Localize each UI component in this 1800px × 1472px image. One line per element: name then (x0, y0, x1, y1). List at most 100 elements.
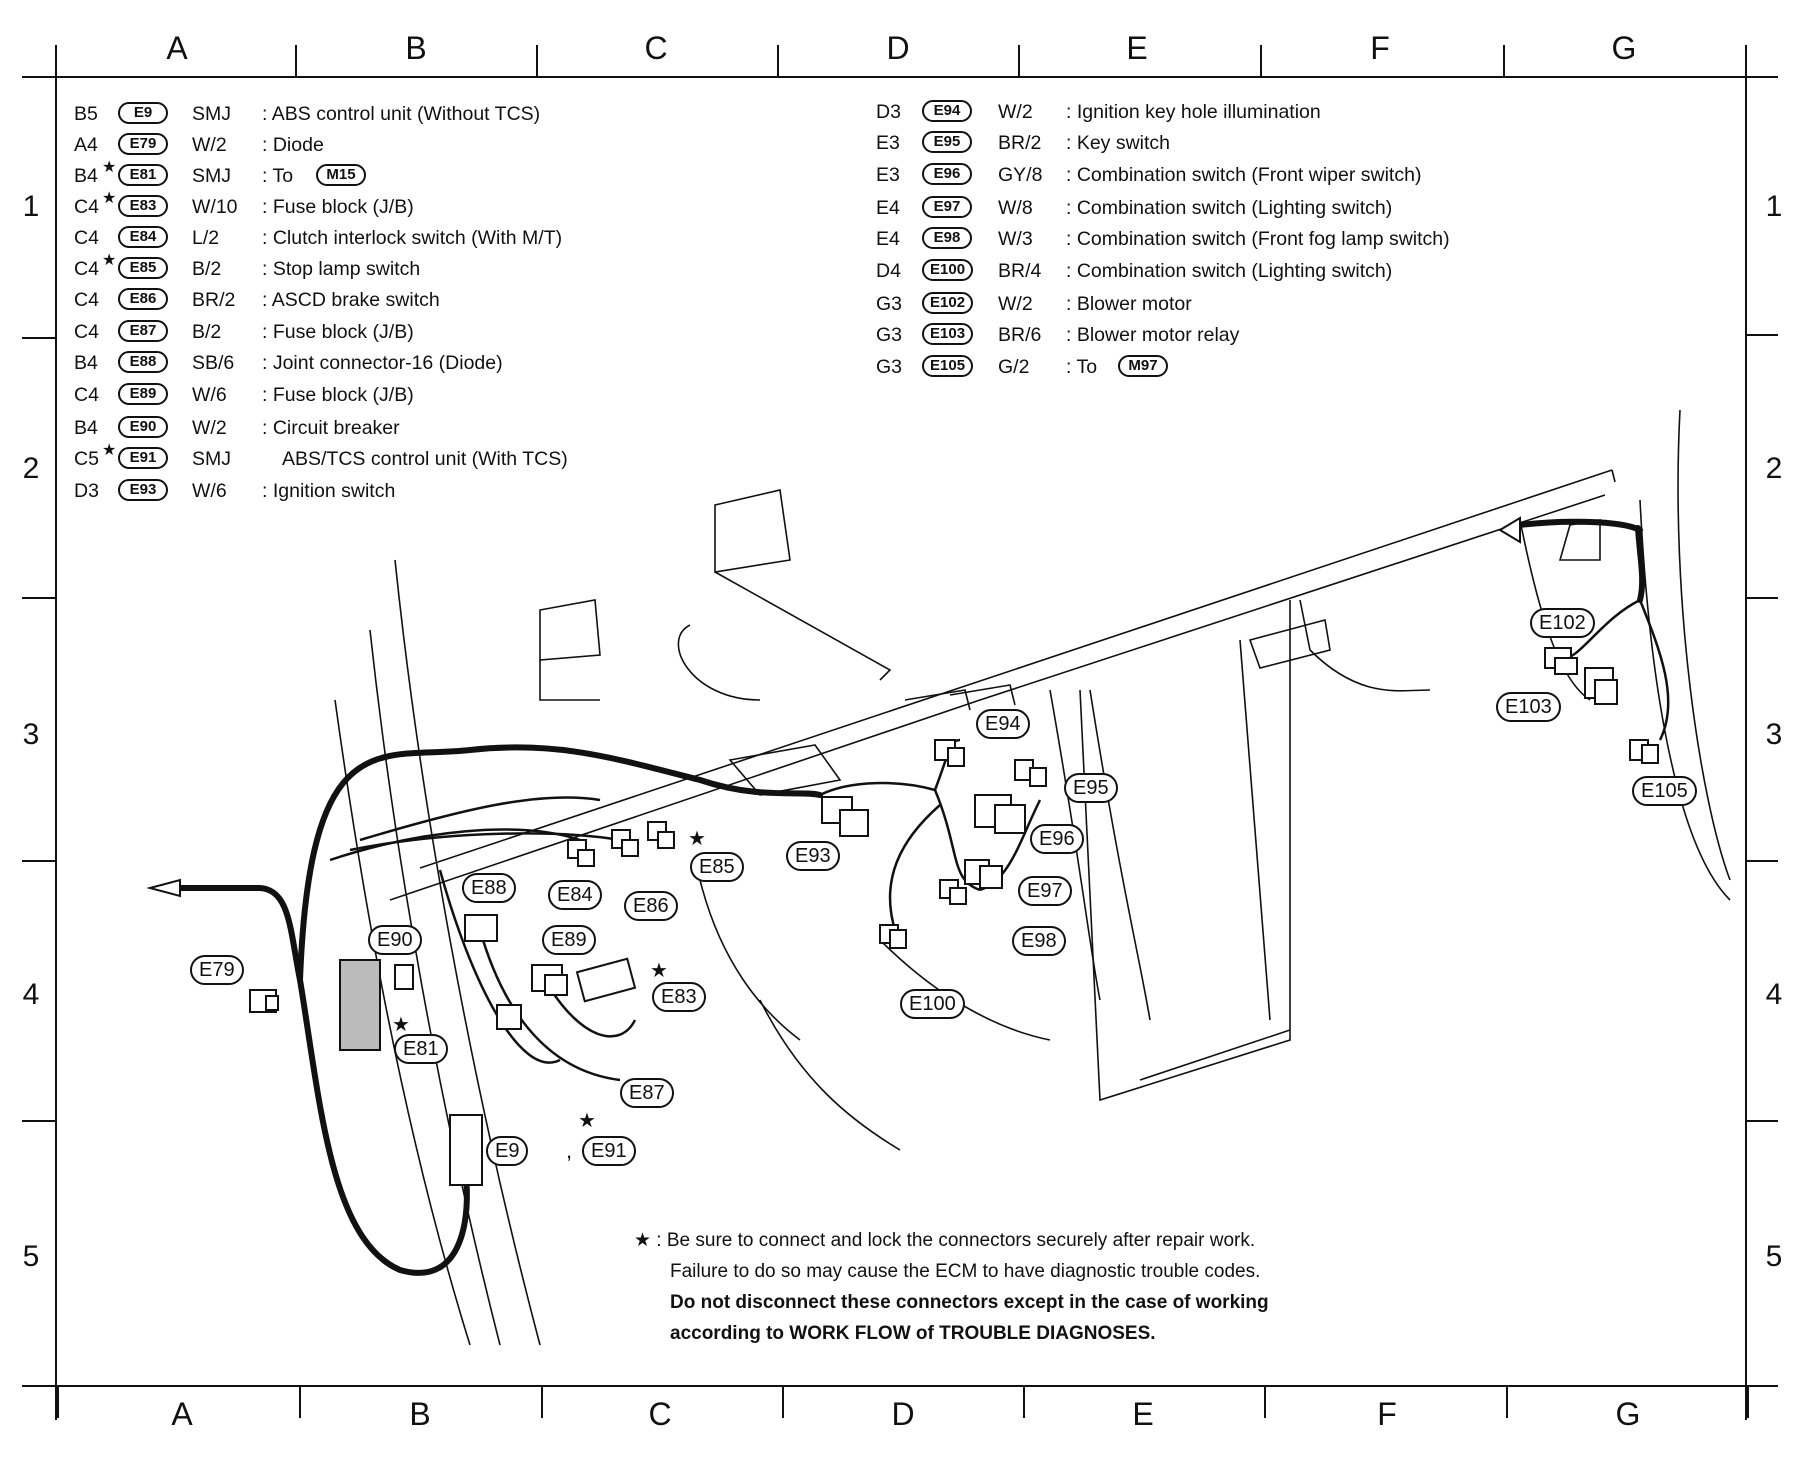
column-footer: A (171, 1396, 193, 1432)
legend-location: B5 (74, 103, 98, 125)
legend-spec: W/6 (192, 480, 227, 502)
connector-badge: E86 (118, 288, 168, 310)
connector-badge: E94 (922, 100, 972, 122)
footnote-line: according to WORK FLOW of TROUBLE DIAGNO… (670, 1323, 1156, 1344)
connector-badge: M97 (1118, 355, 1168, 377)
legend-location: D4 (876, 260, 901, 282)
row-header: 5 (22, 1240, 40, 1273)
callout-e94: E94 (976, 709, 1030, 739)
connector-badge: E102 (922, 292, 974, 314)
column-footer: E (1132, 1396, 1154, 1432)
footnote-line: Failure to do so may cause the ECM to ha… (670, 1261, 1261, 1282)
legend-location: C4 (74, 258, 99, 280)
legend-location: C4 (74, 196, 99, 218)
callout-e100: E100 (900, 989, 965, 1019)
legend-location: D3 (876, 101, 901, 123)
callout-e93: E93 (786, 841, 840, 871)
legend-spec: SB/6 (192, 352, 235, 374)
column-header: F (1370, 30, 1390, 66)
callout-e9: E9 (486, 1136, 529, 1166)
legend-description: : Fuse block (J/B) (262, 321, 414, 343)
connector-badge: E84 (118, 226, 168, 248)
legend-location: C4 (74, 227, 99, 249)
star-icon: ★ (650, 960, 668, 982)
column-footer: F (1377, 1396, 1397, 1432)
connector-badge: E93 (118, 479, 168, 501)
legend-description: : Fuse block (J/B) (262, 384, 414, 406)
legend-location: E3 (876, 164, 900, 186)
footnote-line: Do not disconnect these connectors excep… (670, 1292, 1269, 1313)
legend-spec: B/2 (192, 258, 222, 280)
callout-e96: E96 (1030, 824, 1084, 854)
legend-location: C5 (74, 448, 99, 470)
legend-spec: SMJ (192, 448, 231, 470)
row-header: 3 (1765, 718, 1783, 751)
legend-location: D3 (74, 480, 99, 502)
legend-location: B4 (74, 165, 98, 187)
callout-e84: E84 (548, 880, 602, 910)
legend-description: : Combination switch (Front wiper switch… (1066, 164, 1422, 186)
legend-description: : To (1066, 356, 1098, 378)
legend-description: : ASCD brake switch (262, 289, 440, 311)
callout-e103: E103 (1496, 692, 1561, 722)
legend-spec: B/2 (192, 321, 222, 343)
callout-e79: E79 (190, 955, 244, 985)
legend-description: : Ignition key hole illumination (1066, 101, 1321, 123)
legend-spec: W/10 (192, 196, 238, 218)
legend-spec: GY/8 (998, 164, 1043, 186)
column-header: G (1611, 30, 1637, 66)
callout-e98: E98 (1012, 926, 1066, 956)
connector-badge: M15 (316, 164, 366, 186)
star-icon: ★ (578, 1110, 596, 1132)
callout-e91: E91 (582, 1136, 636, 1166)
legend-description: : Diode (262, 134, 324, 156)
legend-spec: BR/2 (998, 132, 1042, 154)
legend-location: C4 (74, 321, 99, 343)
column-header: D (886, 30, 910, 66)
legend-description: : Combination switch (Lighting switch) (1066, 197, 1393, 219)
row-header: 4 (1765, 978, 1783, 1011)
column-header: C (644, 30, 668, 66)
legend-location: B4 (74, 352, 98, 374)
legend-description: : Ignition switch (262, 480, 396, 502)
legend-location: E4 (876, 228, 900, 250)
column-footer: C (648, 1396, 672, 1432)
star-icon: ★ (688, 828, 706, 850)
connector-badge: E88 (118, 351, 168, 373)
column-footer: D (891, 1396, 915, 1432)
column-header: B (405, 30, 427, 66)
star-icon: ★ (102, 442, 117, 459)
column-footer: G (1615, 1396, 1641, 1432)
connector-badge: E87 (118, 320, 168, 342)
star-icon: ★ (102, 159, 117, 176)
row-header: 2 (1765, 452, 1783, 485)
legend-description: : Fuse block (J/B) (262, 196, 414, 218)
column-header: E (1126, 30, 1148, 66)
callout-e81: E81 (394, 1034, 448, 1064)
connector-badge: E91 (118, 447, 168, 469)
callout-e86: E86 (624, 891, 678, 921)
legend-description: : Joint connector-16 (Diode) (262, 352, 503, 374)
row-header: 1 (22, 190, 40, 223)
callout-e90: E90 (368, 925, 422, 955)
connector-badge: E90 (118, 416, 168, 438)
legend-spec: SMJ (192, 103, 231, 125)
legend-description: : Combination switch (Lighting switch) (1066, 260, 1393, 282)
legend-spec: SMJ (192, 165, 231, 187)
connector-badge: E100 (922, 259, 974, 281)
callout-e83: E83 (652, 982, 706, 1012)
row-header: 4 (22, 978, 40, 1011)
legend-spec: W/2 (192, 134, 227, 156)
row-header: 5 (1765, 1240, 1783, 1273)
row-header: 1 (1765, 190, 1783, 223)
footnote-line: ★ : Be sure to connect and lock the conn… (634, 1225, 1269, 1256)
legend-description: : Blower motor relay (1066, 324, 1240, 346)
star-icon: ★ (102, 190, 117, 207)
connector-badge: E103 (922, 323, 974, 345)
legend-description: : Circuit breaker (262, 417, 400, 439)
legend-description: : Key switch (1066, 132, 1171, 154)
legend-location: A4 (74, 134, 98, 156)
column-footer: B (409, 1396, 431, 1432)
callout-e89: E89 (542, 925, 596, 955)
